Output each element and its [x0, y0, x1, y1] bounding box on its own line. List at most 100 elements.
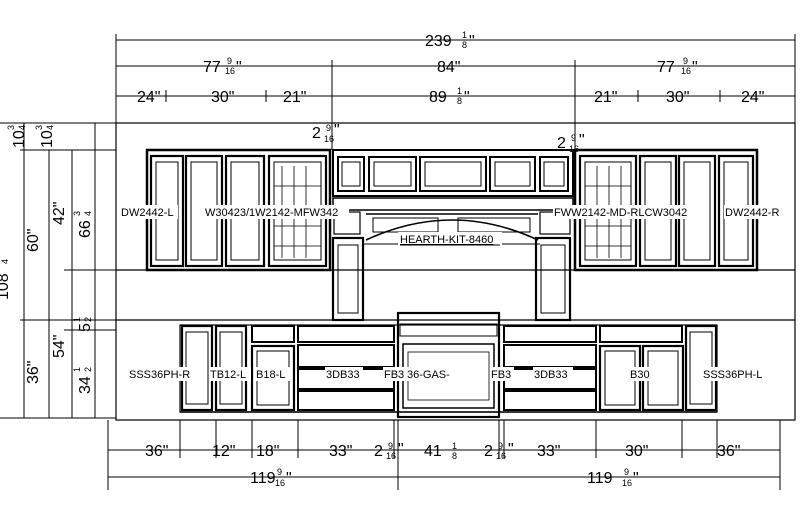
label-wall-right-group: FWW2142-MD-RLCW3042 [554, 207, 687, 219]
height-60: 60" [25, 229, 42, 252]
bottom-seg-33-right: 33" [537, 443, 560, 460]
svg-text:": " [692, 59, 698, 76]
bottom-seg-filler-right: 2 [484, 443, 493, 460]
height-5-frac-den: 2 [83, 317, 93, 322]
label-b30: B30 [630, 369, 650, 381]
bottom-half-right-frac-num: 9 [624, 467, 629, 477]
right-run-width: 77 [657, 59, 675, 76]
height-36: 36" [25, 361, 42, 384]
svg-text:": " [464, 89, 470, 106]
bottom-seg-12: 12" [212, 443, 235, 460]
svg-text:": " [286, 470, 292, 487]
left-filler-offset: 2 [312, 125, 321, 142]
bottom-seg-30: 30" [625, 443, 648, 460]
height-66-frac-num: 3 [72, 211, 82, 216]
height-34-frac-num: 1 [72, 367, 82, 372]
top-gap-b-frac-num: 3 [34, 125, 44, 130]
bottom-filler-left-frac-num: 9 [388, 441, 393, 451]
seg-89-frac-num: 1 [457, 86, 462, 96]
bottom-seg-18: 18" [256, 443, 279, 460]
bottom-seg-filler-left: 2 [374, 443, 383, 460]
center-width: 84" [437, 59, 460, 76]
seg-30-left: 30" [211, 89, 234, 106]
total-height-frac: 4 [0, 259, 10, 264]
seg-21-right: 21" [594, 89, 617, 106]
overall-width-frac-den: 8 [462, 40, 467, 50]
svg-text:": " [579, 132, 585, 149]
height-54: 54" [51, 335, 68, 358]
label-dw2442-l: DW2442-L [121, 207, 174, 219]
label-3db33-right: 3DB33 [534, 369, 568, 381]
bottom-half-left-frac-den: 16 [275, 478, 285, 488]
svg-text:": " [469, 33, 475, 50]
seg-21-left: 21" [283, 89, 306, 106]
overall-width-frac-num: 1 [462, 30, 467, 40]
label-range: 36-GAS- [407, 369, 450, 381]
height-5-frac-num: 1 [72, 317, 82, 322]
bottom-half-right: 119 [587, 470, 613, 487]
seg-30-right: 30" [666, 89, 689, 106]
bottom-seg-33-left: 33" [329, 443, 352, 460]
seg-24-left: 24" [137, 89, 160, 106]
bottom-seg-36-left: 36" [145, 443, 168, 460]
bottom-half-left-frac-num: 9 [277, 467, 282, 477]
top-gap-a: 10 [11, 130, 28, 148]
top-gap-b: 10 [39, 130, 56, 148]
height-34-frac-den: 2 [83, 367, 93, 372]
height-34: 34 [77, 376, 94, 394]
left-filler-frac-den: 16 [324, 134, 334, 144]
label-b18-l: B18-L [256, 369, 285, 381]
left-run-frac-den: 16 [225, 66, 235, 76]
overall-width: 239 [425, 33, 452, 50]
height-66-frac-den: 4 [83, 211, 93, 216]
label-dw2442-r: DW2442-R [725, 207, 779, 219]
bottom-range-frac-num: 1 [452, 441, 457, 451]
label-sss36ph-l: SSS36PH-L [703, 369, 762, 381]
label-hearth-kit: HEARTH-KIT-8460 [400, 234, 493, 246]
svg-text:": " [334, 122, 340, 139]
cabinet-labels: DW2442-L W30423/1W2142-MFW342 FWW2142-MD… [120, 205, 788, 381]
left-filler-frac-num: 9 [326, 123, 331, 133]
label-tb12-l: TB12-L [210, 369, 246, 381]
label-sss36ph-r: SSS36PH-R [129, 369, 190, 381]
top-gap-b-frac-den: 4 [45, 125, 55, 130]
label-fb3-right: FB3 [491, 369, 511, 381]
top-gap-a-frac-den: 4 [17, 125, 27, 130]
left-run-frac-num: 9 [227, 56, 232, 66]
label-fb3-left: FB3 [384, 369, 404, 381]
bottom-half-left: 119 [250, 470, 276, 487]
left-run-width: 77 [203, 59, 221, 76]
svg-text:": " [508, 441, 514, 458]
right-run-frac-den: 16 [681, 66, 691, 76]
right-filler-offset: 2 [557, 135, 566, 152]
right-filler-frac-num: 9 [571, 133, 576, 143]
top-dimension-lines [115, 34, 796, 150]
seg-89-frac-den: 8 [457, 96, 462, 106]
bottom-half-right-frac-den: 16 [622, 478, 632, 488]
svg-text:": " [236, 59, 242, 76]
height-66: 66 [77, 220, 94, 238]
bottom-range-frac-den: 8 [452, 451, 457, 461]
left-dimension-lines [0, 122, 116, 419]
height-42: 42" [51, 202, 68, 225]
total-height: 108 [0, 273, 12, 300]
svg-text:": " [398, 441, 404, 458]
bottom-filler-right-frac-num: 9 [498, 441, 503, 451]
top-gap-a-frac-num: 3 [6, 125, 16, 130]
seg-89-center: 89 [429, 89, 447, 106]
bottom-filler-right-frac-den: 16 [496, 451, 506, 461]
seg-24-right: 24" [741, 89, 764, 106]
bottom-seg-range: 41 [424, 443, 442, 460]
right-run-frac-num: 9 [683, 56, 688, 66]
bottom-filler-left-frac-den: 16 [386, 451, 396, 461]
label-3db33-left: 3DB33 [326, 369, 360, 381]
bottom-dimension-lines [107, 420, 781, 490]
height-5: 5 [77, 323, 94, 332]
bottom-seg-36-right: 36" [717, 443, 740, 460]
svg-text:": " [633, 470, 639, 487]
label-wall-left-group: W30423/1W2142-MFW342 [205, 207, 338, 219]
hood-area [331, 149, 574, 322]
